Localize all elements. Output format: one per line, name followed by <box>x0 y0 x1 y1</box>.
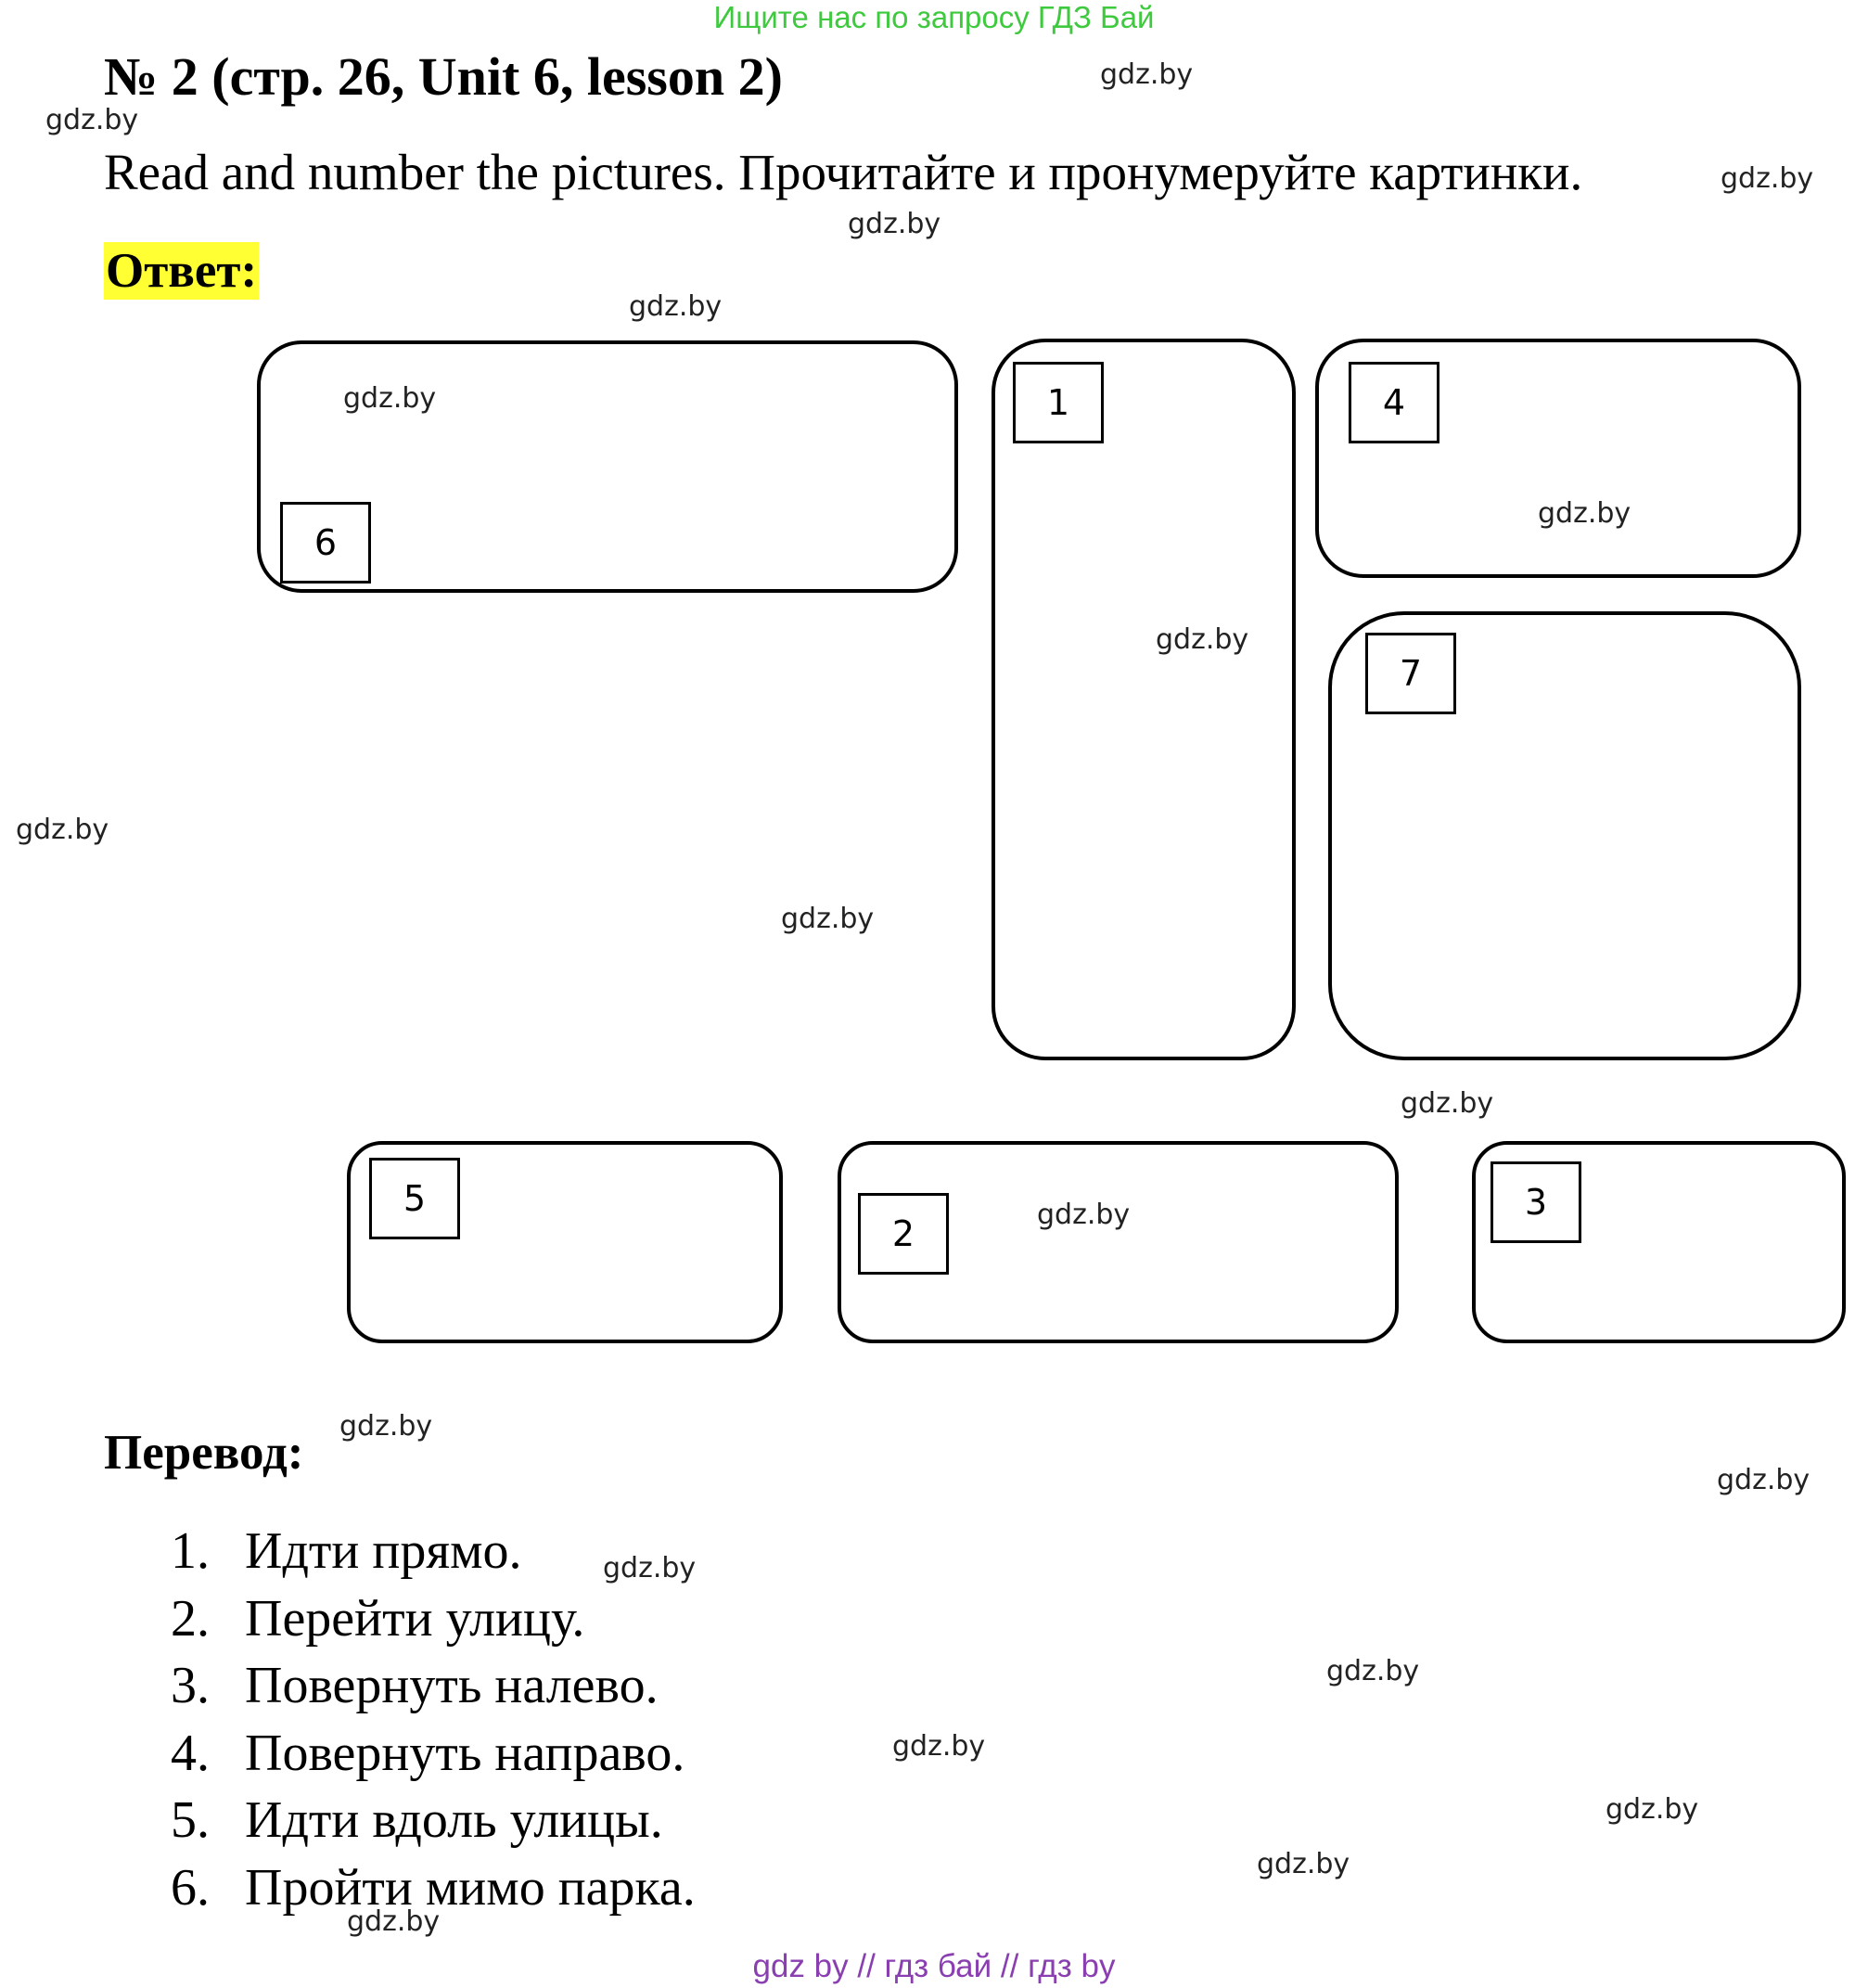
picture-number-box: 4 <box>1349 362 1439 443</box>
answer-label: Ответ: <box>104 242 260 300</box>
list-item-number: 6. <box>171 1858 210 1917</box>
watermark: gdz.by <box>1326 1655 1420 1687</box>
picture-number-box: 3 <box>1491 1161 1581 1243</box>
list-item-text: Повернуть налево. <box>245 1657 659 1714</box>
watermark: gdz.by <box>1100 58 1194 91</box>
watermark: gdz.by <box>1156 623 1249 656</box>
picture-frame-7 <box>1328 611 1801 1060</box>
list-item: 3. Повернуть налево. <box>171 1652 1284 1720</box>
list-item: 1. Идти прямо. <box>171 1518 1284 1585</box>
watermark: gdz.by <box>16 814 109 846</box>
search-banner: Ищите нас по запросу ГДЗ Бай <box>713 0 1155 34</box>
watermark: gdz.by <box>603 1552 697 1584</box>
watermark: gdz.by <box>45 104 139 136</box>
watermark: gdz.by <box>1037 1199 1131 1231</box>
picture-frame-6 <box>257 340 958 593</box>
watermark: gdz.by <box>629 290 723 323</box>
watermark: gdz.by <box>343 382 437 415</box>
watermark: gdz.by <box>1606 1793 1699 1826</box>
picture-number-box: 1 <box>1013 362 1104 443</box>
watermark: gdz.by <box>1401 1087 1494 1120</box>
list-item-number: 4. <box>171 1724 210 1782</box>
task-title: № 2 (стр. 26, Unit 6, lesson 2) <box>104 46 783 107</box>
watermark: gdz.by <box>848 208 941 240</box>
list-item-number: 3. <box>171 1657 210 1714</box>
list-item-text: Перейти улицу. <box>245 1589 585 1648</box>
site-footer: gdz by // гдз бай // гдз by <box>752 1948 1116 1984</box>
list-item-text: Идти вдоль улицы. <box>245 1791 663 1849</box>
watermark: gdz.by <box>781 903 875 935</box>
watermark: gdz.by <box>892 1730 986 1763</box>
watermark: gdz.by <box>347 1905 441 1938</box>
list-item-text: Идти прямо. <box>245 1522 522 1580</box>
translation-list: 1. Идти прямо. 2. Перейти улицу. 3. Поверну… <box>171 1518 1284 1921</box>
translation-title: Перевод: <box>104 1426 304 1480</box>
list-item: 4. Повернуть направо. <box>171 1720 1284 1788</box>
picture-frame-1 <box>992 339 1296 1060</box>
list-item-number: 5. <box>171 1791 210 1849</box>
watermark: gdz.by <box>1257 1848 1350 1880</box>
picture-number-box: 5 <box>369 1158 460 1239</box>
picture-number-box: 7 <box>1365 633 1456 714</box>
watermark: gdz.by <box>1538 497 1631 530</box>
watermark: gdz.by <box>1717 1464 1810 1496</box>
task-instruction: Read and number the pictures. Прочитайте… <box>104 144 1583 200</box>
watermark: gdz.by <box>1721 162 1814 195</box>
list-item: 6. Пройти мимо парка. <box>171 1854 1284 1922</box>
list-item-text: Пройти мимо парка. <box>245 1858 696 1917</box>
list-item: 2. Перейти улицу. <box>171 1585 1284 1653</box>
list-item-number: 2. <box>171 1589 210 1648</box>
list-item-text: Повернуть направо. <box>245 1724 685 1782</box>
list-item-number: 1. <box>171 1522 210 1580</box>
list-item: 5. Идти вдоль улицы. <box>171 1787 1284 1854</box>
picture-number-box: 2 <box>858 1193 949 1275</box>
watermark: gdz.by <box>339 1410 433 1443</box>
picture-number-box: 6 <box>280 502 371 584</box>
